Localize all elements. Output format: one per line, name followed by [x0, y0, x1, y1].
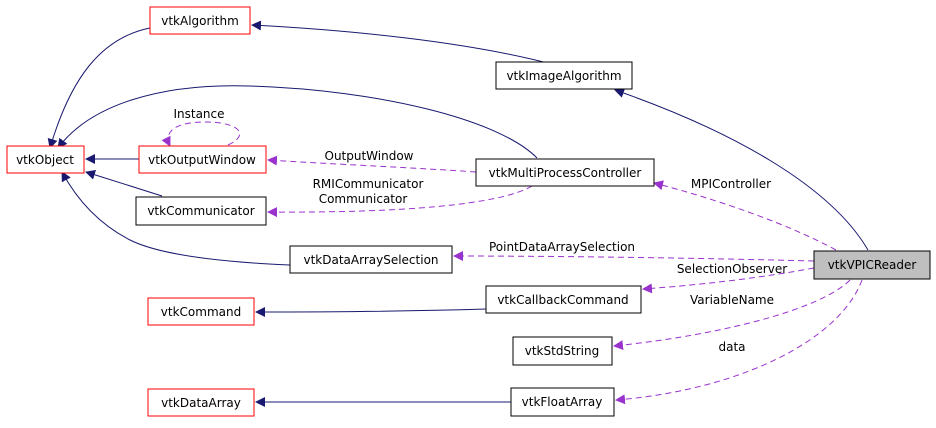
svg-text:vtkStdString: vtkStdString [525, 344, 600, 358]
svg-text:vtkOutputWindow: vtkOutputWindow [148, 153, 256, 167]
svg-text:vtkMultiProcessController: vtkMultiProcessController [489, 166, 642, 180]
edge-vpicreader-to-imagealgorithm [614, 88, 869, 251]
edge-label-mpi-controller: MPIController [691, 177, 771, 191]
node-vtk-image-algorithm[interactable]: vtkImageAlgorithm [495, 61, 633, 90]
edge-vpicreader-callbackcommand [642, 267, 815, 294]
edge-label-selection-observer: SelectionObserver [677, 262, 787, 276]
edge-multiprocess-to-object [57, 85, 538, 159]
node-vtk-multi-process-controller[interactable]: vtkMultiProcessController [475, 158, 655, 187]
edge-dataarrayselection-to-object [61, 171, 291, 266]
edge-communicator-to-object [85, 169, 163, 197]
edge-label-variable-name: VariableName [690, 293, 774, 307]
svg-text:vtkVPICReader: vtkVPICReader [828, 258, 917, 272]
node-vtk-callback-command[interactable]: vtkCallbackCommand [485, 285, 642, 314]
svg-text:vtkCallbackCommand: vtkCallbackCommand [497, 293, 628, 307]
svg-text:vtkDataArray: vtkDataArray [161, 396, 241, 410]
svg-text:vtkImageAlgorithm: vtkImageAlgorithm [506, 69, 621, 83]
svg-text:vtkDataArraySelection: vtkDataArraySelection [303, 253, 438, 267]
node-vtk-std-string[interactable]: vtkStdString [512, 336, 613, 366]
edge-label-data: data [718, 340, 745, 354]
edge-label-point-data-array-selection: PointDataArraySelection [489, 240, 635, 254]
node-vtk-data-array-selection[interactable]: vtkDataArraySelection [289, 245, 453, 274]
svg-text:vtkFloatArray: vtkFloatArray [522, 395, 603, 409]
node-vtk-float-array[interactable]: vtkFloatArray [510, 387, 615, 417]
node-vtk-command[interactable]: vtkCommand [147, 297, 255, 326]
svg-text:vtkCommand: vtkCommand [161, 305, 241, 319]
edge-label-instance: Instance [173, 107, 224, 121]
node-vtk-communicator[interactable]: vtkCommunicator [135, 196, 267, 226]
edge-outputwindow-instance [161, 121, 241, 147]
node-vtk-data-array[interactable]: vtkDataArray [147, 388, 255, 417]
svg-text:vtkCommunicator: vtkCommunicator [147, 204, 254, 218]
edge-multiprocess-outputwindow [267, 155, 477, 173]
node-vtk-output-window[interactable]: vtkOutputWindow [138, 145, 267, 174]
edge-callbackcommand-to-command [255, 306, 487, 317]
node-vtk-algorithm[interactable]: vtkAlgorithm [149, 6, 251, 35]
edge-algorithm-to-object [47, 27, 151, 149]
edge-vpicreader-dataarrayselection [453, 251, 815, 262]
edge-label-rmi-communicator: RMICommunicator [313, 177, 424, 191]
node-vtk-object[interactable]: vtkObject [6, 145, 85, 174]
edge-label-output-window: OutputWindow [325, 149, 414, 163]
edge-label-communicator: Communicator [319, 192, 408, 206]
node-vtk-vpic-reader[interactable]: vtkVPICReader [813, 250, 931, 280]
edge-vpicreader-mpicontroller [653, 180, 837, 251]
svg-text:vtkObject: vtkObject [16, 153, 74, 167]
svg-text:vtkAlgorithm: vtkAlgorithm [161, 14, 239, 28]
edge-imagealgorithm-to-algorithm [251, 20, 556, 66]
